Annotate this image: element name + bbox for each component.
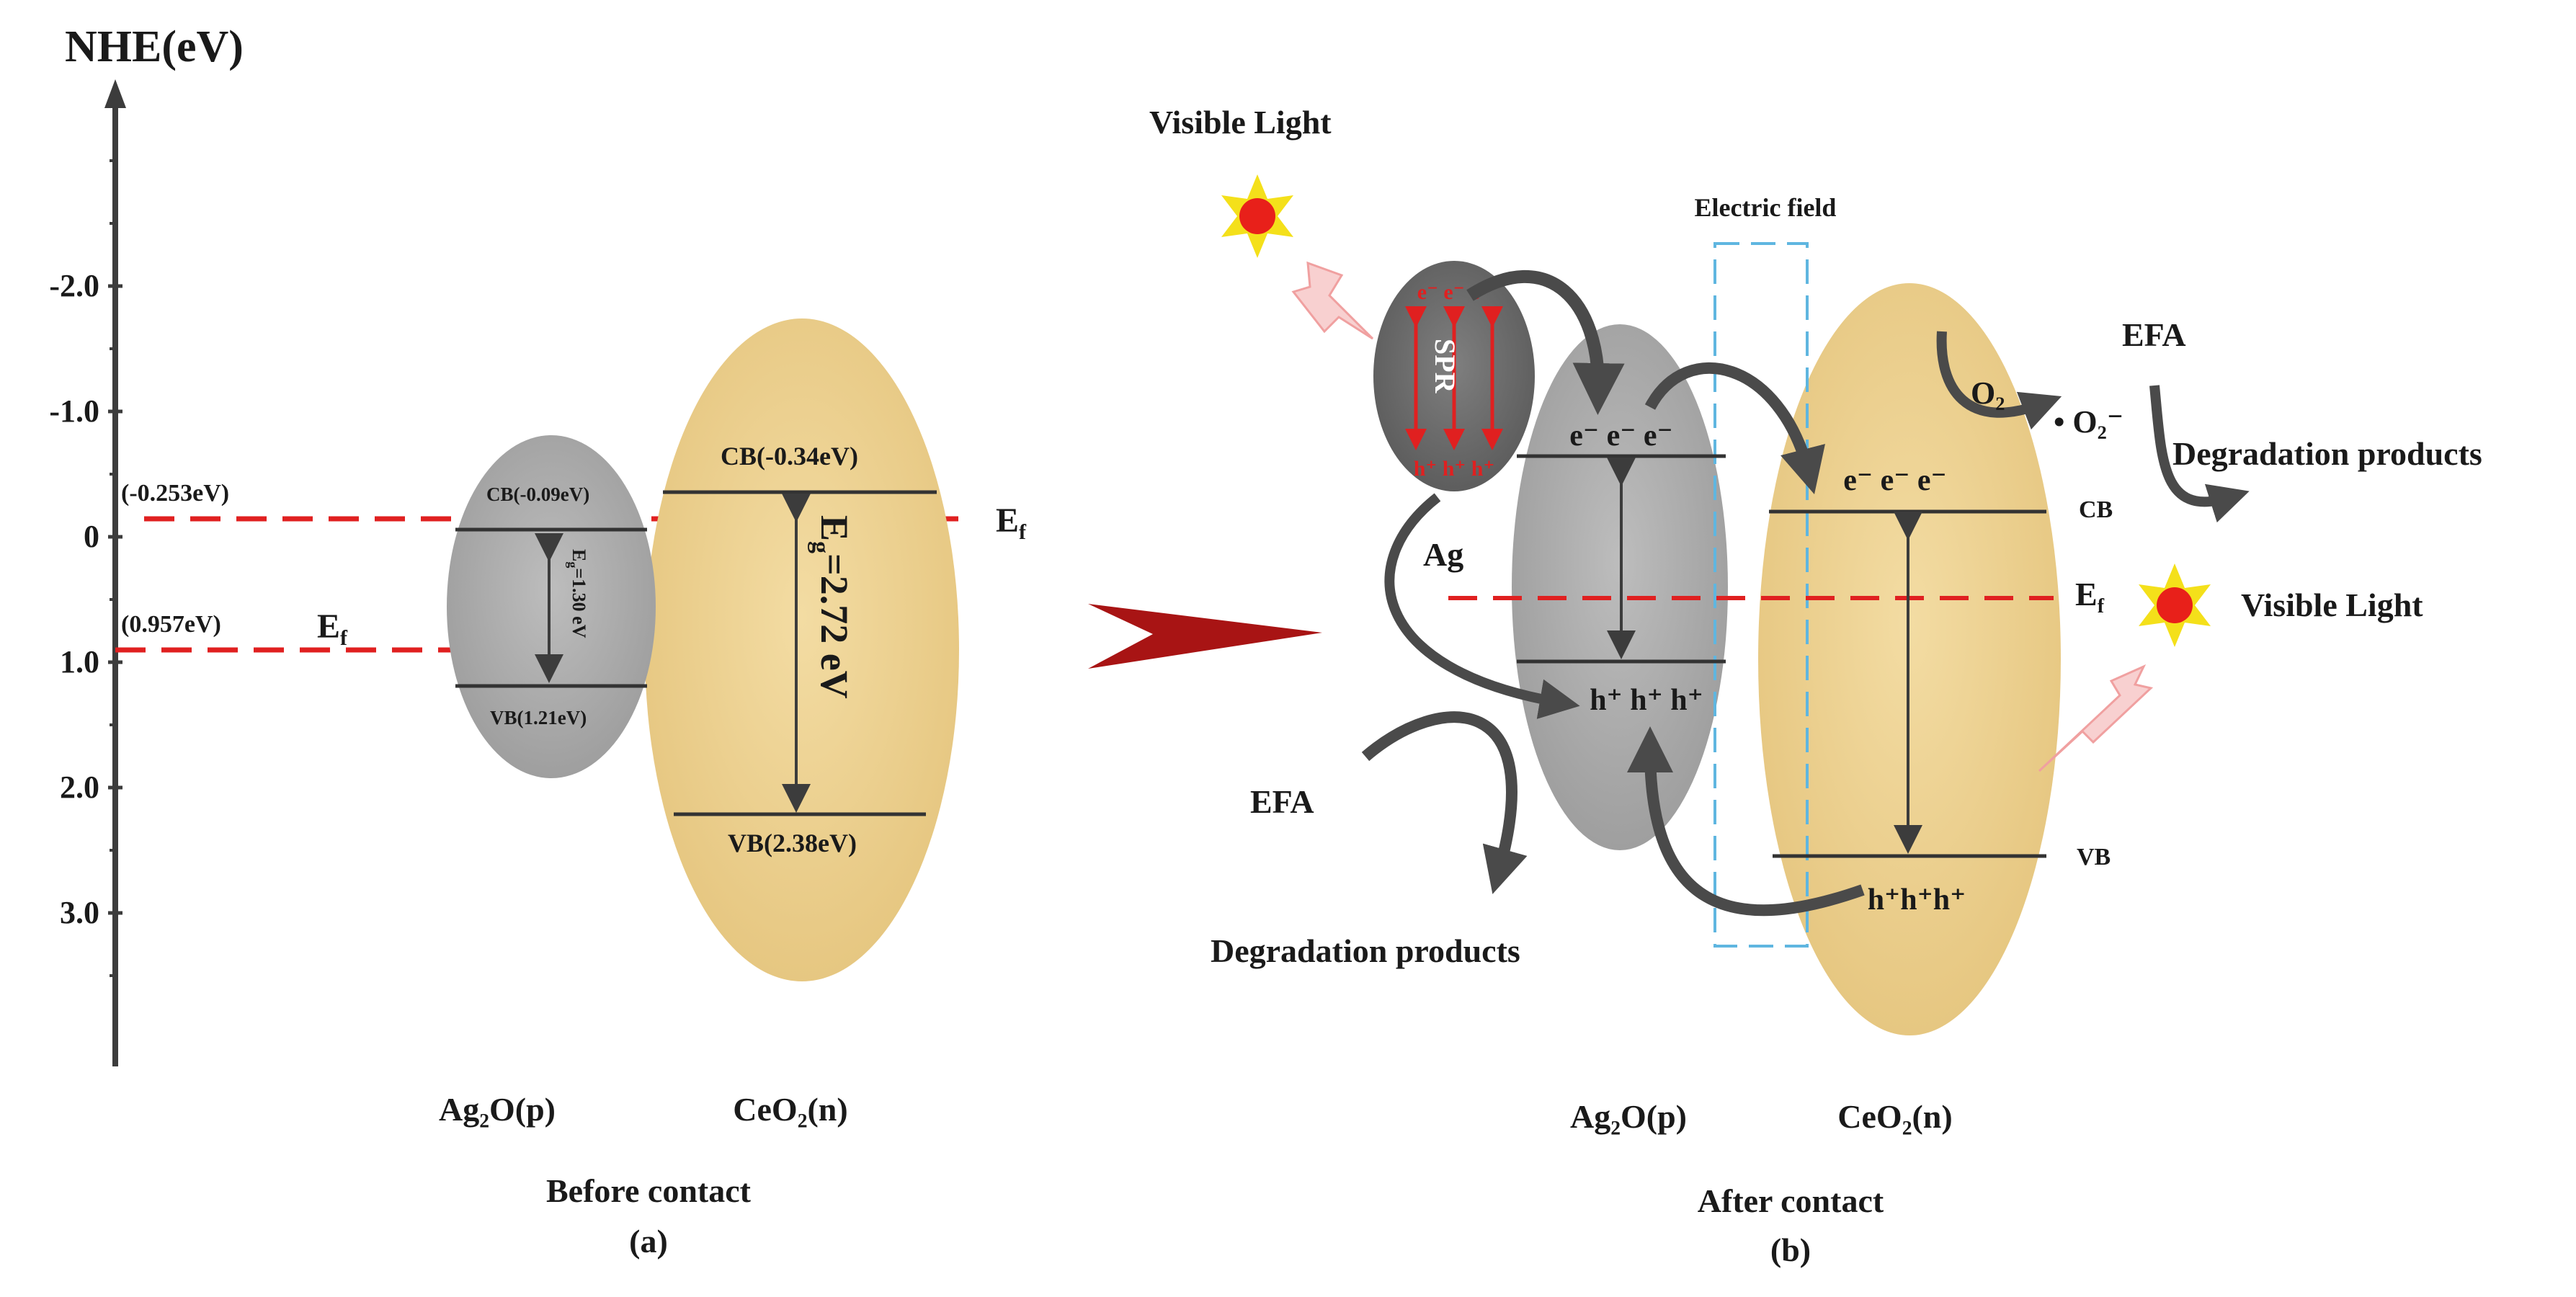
ceo2-vb-label: VB(2.38eV): [728, 829, 857, 857]
arrow-cb-to-o2: [1936, 331, 2062, 430]
fermi-label-b: Ef: [2075, 576, 2105, 618]
ag2o-electrons: e⁻ e⁻ e⁻: [1569, 419, 1672, 453]
vb-label-b: VB: [2077, 844, 2111, 870]
axis-tick-label: 1.0: [60, 644, 99, 679]
ag2o-vb-label: VB(1.21eV): [490, 707, 587, 728]
axis-label: NHE(eV): [65, 22, 244, 71]
ag2o-bandgap-label: Eg=1.30 eV: [566, 549, 589, 638]
degradation-left-label: Degradation products: [1211, 932, 1520, 969]
efa-left-label: EFA: [1250, 783, 1314, 820]
ag2o-label: Ag₂O(p): [439, 1091, 556, 1128]
arrow-ag2o-cb-to-ceo2-cb: [1644, 362, 1825, 494]
axis-tick-label: -1.0: [49, 393, 99, 429]
axis-tick-label: -2.0: [49, 268, 99, 303]
sun-icon-right: [2139, 563, 2211, 647]
ceo2-particle: [645, 318, 959, 981]
fermi-upper-label: Ef: [996, 502, 1027, 544]
sun-icon-top: [1221, 174, 1293, 258]
electric-field-label: Electric field: [1695, 193, 1837, 222]
electric-field-box: [1713, 242, 1809, 948]
axis-tick-label: 2.0: [60, 770, 99, 805]
ceo2-label-b: CeO₂(n): [1837, 1098, 1952, 1135]
ceo2-holes: h⁺h⁺h⁺: [1868, 883, 1966, 917]
degradation-right-label: Degradation products: [2172, 435, 2482, 472]
axis-tick-label: 0: [84, 519, 99, 554]
efa-right-label: EFA: [2122, 316, 2186, 353]
visible-light-right-label: Visible Light: [2241, 587, 2423, 623]
axis-tick-label: 3.0: [60, 895, 99, 930]
fermi-lower-label: Ef: [317, 607, 348, 650]
caption-letter-b: (b): [1770, 1231, 1811, 1268]
axis-arrowhead-icon: [104, 79, 126, 108]
caption-after: After contact: [1698, 1182, 1884, 1219]
transition-arrow-icon: [1088, 604, 1322, 669]
caption-before: Before contact: [546, 1172, 752, 1209]
spr-label: SPR: [1429, 339, 1461, 394]
fermi-upper-value: (-0.253eV): [121, 480, 229, 507]
cb-label-b: CB: [2079, 496, 2113, 523]
visible-light-top-label: Visible Light: [1149, 104, 1332, 141]
ceo2-electrons: e⁻ e⁻ e⁻: [1843, 464, 1946, 497]
lightning-icon-right: [2038, 664, 2154, 772]
panel-a: NHE(eV) -2.0 -1.0 0 1.0 2.0 3.0 (-0.253eV) (0…: [49, 22, 1027, 1260]
ceo2-bandgap-label: Eg=2.72 eV: [807, 515, 856, 699]
ag-label: Ag: [1423, 536, 1463, 573]
arrow-ag-to-ag2o-cb: [1466, 269, 1625, 415]
arrow-ag-to-ag2o-vb: [1384, 493, 1580, 719]
fermi-lower-value: (0.957eV): [121, 611, 221, 638]
o2-label: O₂: [1971, 375, 2005, 411]
ceo2-cb-label: CB(-0.34eV): [721, 442, 858, 471]
ag2o-label-b: Ag₂O(p): [1570, 1098, 1687, 1135]
ag2o-cb-label: CB(-0.09eV): [486, 483, 589, 505]
arrow-efa-to-degradation-left: [1361, 711, 1528, 894]
lightning-icon-top: [1291, 261, 1374, 340]
ag-holes: h⁺ h⁺ h⁺: [1414, 457, 1495, 481]
arrow-ceo2-vb-to-ag2o-vb: [1627, 726, 1865, 917]
ag2o-holes: h⁺ h⁺ h⁺: [1590, 684, 1703, 717]
arrow-efa-to-degradation-right: [2149, 385, 2250, 523]
panel-b: Electric field Ef e⁻ e⁻ e⁻ h⁺ h⁺ h⁺ e⁻ e…: [1149, 104, 2482, 1268]
axis-ticks: -2.0 -1.0 0 1.0 2.0 3.0: [49, 159, 122, 977]
ceo2-label: CeO₂(n): [733, 1091, 847, 1128]
caption-letter-a: (a): [629, 1223, 668, 1260]
superoxide-label: • O₂⁻: [2054, 404, 2123, 440]
